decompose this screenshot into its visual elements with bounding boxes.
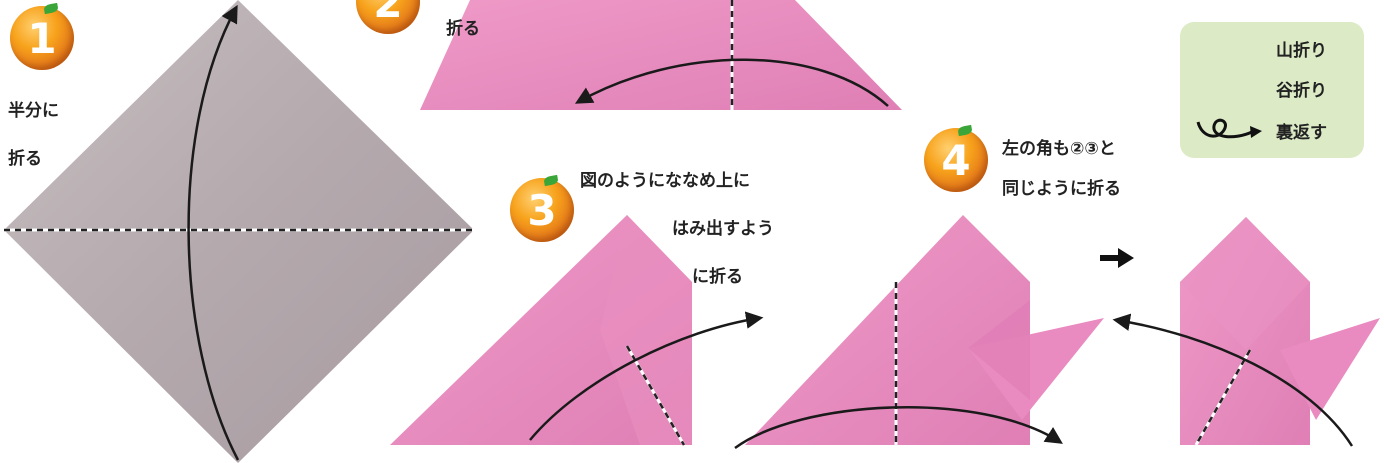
legend-valley-row: 谷折り [1194,76,1358,101]
step3-number: 3 [527,186,557,235]
step1-text-line1: 半分に [8,101,59,121]
step4-fold-arrow [734,406,1063,450]
legend-mountain-label: 山折り [1276,41,1327,61]
step4-main [745,215,1030,445]
step1-paper [4,0,474,463]
step1-number: 1 [27,14,57,63]
step2-number: 2 [373,0,403,27]
step2-triangle [420,0,902,110]
step3-valley-line [625,345,686,446]
step4-result-paper [1112,217,1380,447]
step4-badge: 4 [924,124,988,192]
step4-number: 4 [941,136,971,185]
step2-text-line1: 折る [446,19,480,39]
step4-text-line1: 左の角も②③と [1002,139,1116,159]
legend-flip-label: 裏返す [1276,123,1327,143]
step3-text-line2: はみ出すよう [672,219,774,239]
step2-paper [420,0,902,110]
step2-fold-arrow [574,58,889,107]
step1-text-line2: 折る [8,149,42,169]
step3-badge: 3 [510,174,574,242]
step2-badge: 2 [356,0,420,34]
step1-badge: 1 [10,2,74,70]
loop-arrow-icon [1196,118,1262,139]
right-arrow-icon [1100,248,1134,268]
step1-fold-arrow [187,4,240,461]
step4-paper [734,215,1104,450]
result-valley-line [1194,349,1252,446]
legend-flip-row: 裏返す [1194,114,1358,144]
step3-text-line1: 図のようにななめ上に [580,171,750,191]
result-fold-arrow [1112,313,1354,447]
step4-text-line2: 同じように折る [1002,179,1121,199]
step3-paper [390,215,764,446]
step3-fold-arrow [529,311,764,441]
legend-mountain-row: 山折り [1194,36,1358,61]
legend-valley-label: 谷折り [1276,81,1327,101]
step3-text-line3: に折る [692,267,743,287]
fold-legend: 山折り 谷折り 裏返す [1180,22,1364,158]
